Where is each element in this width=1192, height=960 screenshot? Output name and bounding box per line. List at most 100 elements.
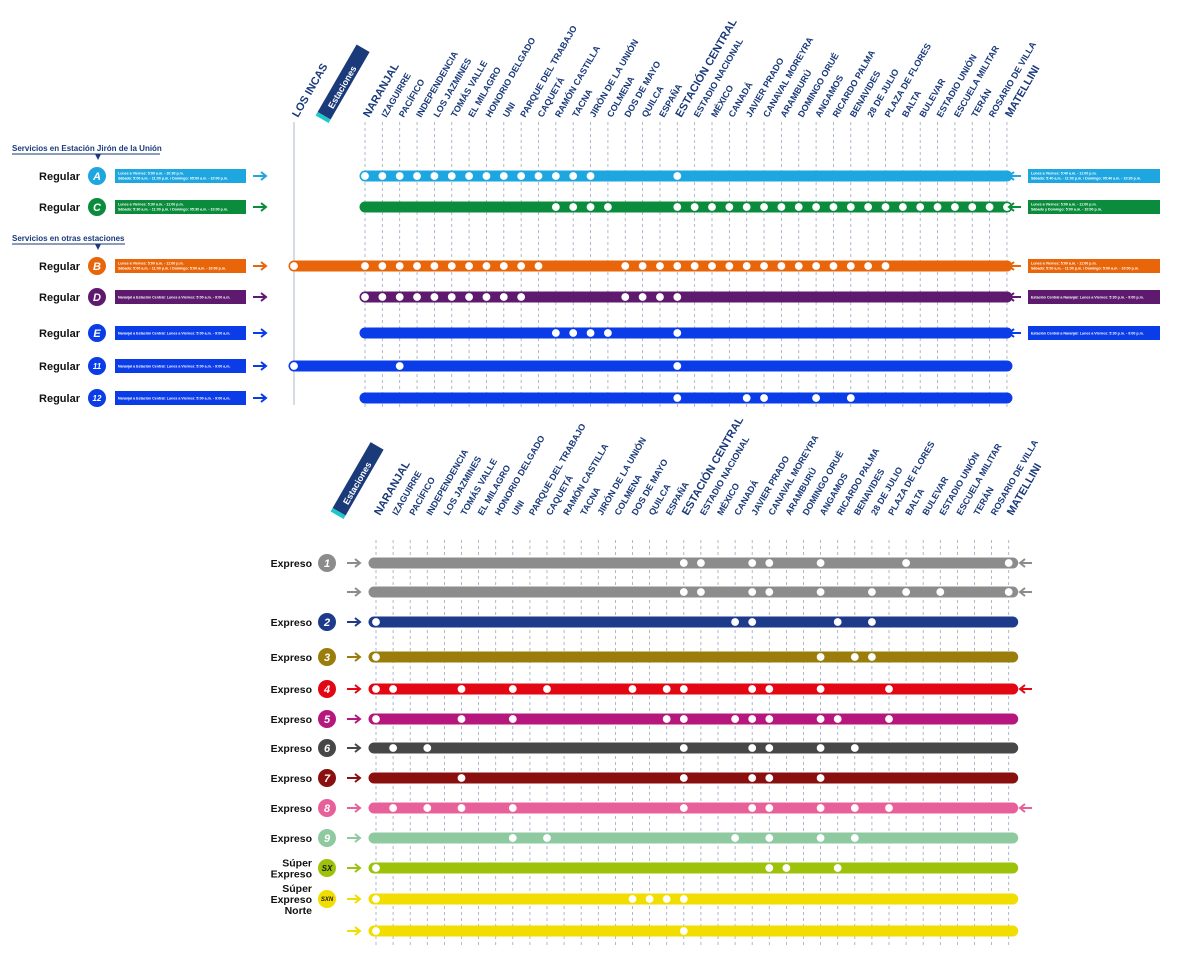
direction-arrow-left bbox=[1007, 171, 1021, 181]
direction-arrow-right bbox=[347, 863, 362, 873]
direction-arrow-left bbox=[1007, 202, 1021, 212]
direction-arrow-right bbox=[253, 328, 268, 338]
stop-dot bbox=[507, 802, 518, 814]
bottom-route-3[interactable]: Expreso bbox=[271, 651, 1019, 664]
schedule-box-left: Naranjal a Estación Central: Lunes a Vie… bbox=[115, 391, 246, 405]
stop-dot bbox=[498, 170, 509, 182]
schedule-text: Sábado: 5:00 a.m. - 11:00 p.m. / Domingo… bbox=[118, 267, 226, 271]
stop-dot bbox=[568, 170, 579, 182]
route-type-label: Expreso bbox=[271, 743, 312, 755]
schedule-box-left: Lunes a Viernes: 5:30 a.m. - 11:00 p.m.S… bbox=[115, 200, 246, 214]
route-badge: 12 bbox=[88, 389, 106, 407]
stop-dot bbox=[706, 260, 718, 272]
direction-arrow-right bbox=[347, 587, 362, 597]
route-code: 7 bbox=[324, 773, 331, 785]
route-code: 9 bbox=[324, 833, 331, 845]
stop-dot bbox=[370, 713, 382, 725]
stop-dot bbox=[815, 586, 826, 598]
stop-dot bbox=[984, 201, 995, 213]
stop-dot bbox=[568, 201, 579, 213]
stop-dot bbox=[446, 260, 457, 272]
route-code: 3 bbox=[324, 652, 330, 664]
route-badge: B bbox=[88, 257, 106, 275]
stop-dot bbox=[815, 557, 826, 569]
stop-dot bbox=[429, 170, 440, 182]
stop-dot bbox=[377, 291, 388, 303]
bottom-route-9[interactable]: Expreso bbox=[271, 832, 1019, 845]
bottom-route-2[interactable]: Expreso bbox=[271, 616, 1019, 629]
route-code: B bbox=[93, 261, 101, 273]
schedule-text: Naranjal a Estación Central: Lunes a Vie… bbox=[118, 332, 230, 336]
bottom-route-variant-1[interactable] bbox=[368, 586, 1019, 598]
bottom-route-8[interactable]: Expreso bbox=[271, 802, 1019, 815]
stop-dot bbox=[620, 260, 631, 272]
bottom-route-4[interactable]: Expreso bbox=[271, 683, 1019, 696]
stop-dot bbox=[602, 327, 614, 339]
station-label: UNI bbox=[501, 101, 517, 119]
stop-dot bbox=[481, 260, 492, 272]
stop-dot bbox=[464, 291, 475, 303]
stop-dot bbox=[377, 260, 388, 272]
bottom-route-6[interactable]: Expreso bbox=[271, 742, 1019, 755]
route-badge: 6 bbox=[318, 739, 336, 757]
route-type-label: Regular bbox=[39, 202, 81, 214]
stop-dot bbox=[815, 802, 826, 814]
stop-dot bbox=[776, 201, 787, 213]
stop-dot bbox=[883, 683, 895, 695]
schedule-text: Sábado: 5:00 a.m. - 11:00 p.m. / Domingo… bbox=[118, 177, 228, 181]
direction-arrow-left bbox=[1018, 803, 1032, 813]
stop-dot bbox=[456, 713, 467, 725]
schedule-text: Lunes a Viernes: 5:30 a.m. - 11:00 p.m. bbox=[118, 203, 184, 207]
stop-dot bbox=[845, 260, 856, 272]
stop-dot bbox=[678, 742, 689, 754]
direction-arrow-right bbox=[347, 803, 362, 813]
route-type-label: Expreso bbox=[271, 617, 312, 629]
bottom-route-1[interactable]: Expreso bbox=[271, 557, 1019, 570]
direction-arrow-right bbox=[253, 393, 268, 403]
stop-dot bbox=[672, 360, 683, 372]
stop-dot bbox=[866, 616, 878, 628]
stop-dot bbox=[967, 201, 978, 213]
stop-dot bbox=[678, 713, 689, 725]
direction-arrow-right bbox=[347, 684, 362, 694]
stop-dot bbox=[793, 260, 804, 272]
top-route-c[interactable]: Regular Lunes a Viernes: 5:30 a.m. - 11:0… bbox=[39, 200, 1160, 214]
schedule-text: Estación Central a Naranjal: Lunes a Vie… bbox=[1031, 332, 1144, 336]
schedule-box-right: Lunes a Viernes: 5:00 a.m. - 11:00 p.m.S… bbox=[1028, 259, 1160, 273]
stop-dot bbox=[516, 260, 527, 272]
stop-dot bbox=[672, 260, 683, 272]
stop-dot bbox=[1003, 586, 1014, 598]
direction-arrow-right bbox=[347, 926, 362, 936]
bottom-route-5[interactable]: Expreso bbox=[271, 713, 1019, 726]
stop-dot bbox=[880, 201, 891, 213]
bottom-route-variant-12[interactable] bbox=[368, 925, 1019, 937]
route-code: A bbox=[92, 171, 101, 183]
schedule-box-right: Estación Central a Naranjal: Lunes a Vie… bbox=[1028, 290, 1160, 304]
stop-dot bbox=[370, 925, 382, 937]
direction-arrow-right bbox=[347, 617, 362, 627]
stop-dot bbox=[672, 392, 683, 404]
schedule-text: Lunes a Viernes: 5:00 a.m. - 11:00 p.m. bbox=[1031, 262, 1097, 266]
bottom-route-7[interactable]: Expreso bbox=[271, 772, 1019, 785]
stop-dot bbox=[747, 772, 758, 784]
direction-arrow-left bbox=[1018, 684, 1032, 694]
schedule-box-right: Lunes a Viernes: 5:00 a.m. - 11:00 p.m.S… bbox=[1028, 200, 1160, 214]
route-badge: 8 bbox=[318, 799, 336, 817]
stop-dot bbox=[815, 742, 826, 754]
route-badge: 1 bbox=[318, 554, 336, 572]
route-code: C bbox=[93, 202, 102, 214]
stop-dot bbox=[429, 291, 440, 303]
route-badge: SX bbox=[318, 859, 336, 877]
stop-dot bbox=[747, 557, 758, 569]
stop-dot bbox=[747, 802, 758, 814]
stop-dot bbox=[388, 802, 399, 814]
